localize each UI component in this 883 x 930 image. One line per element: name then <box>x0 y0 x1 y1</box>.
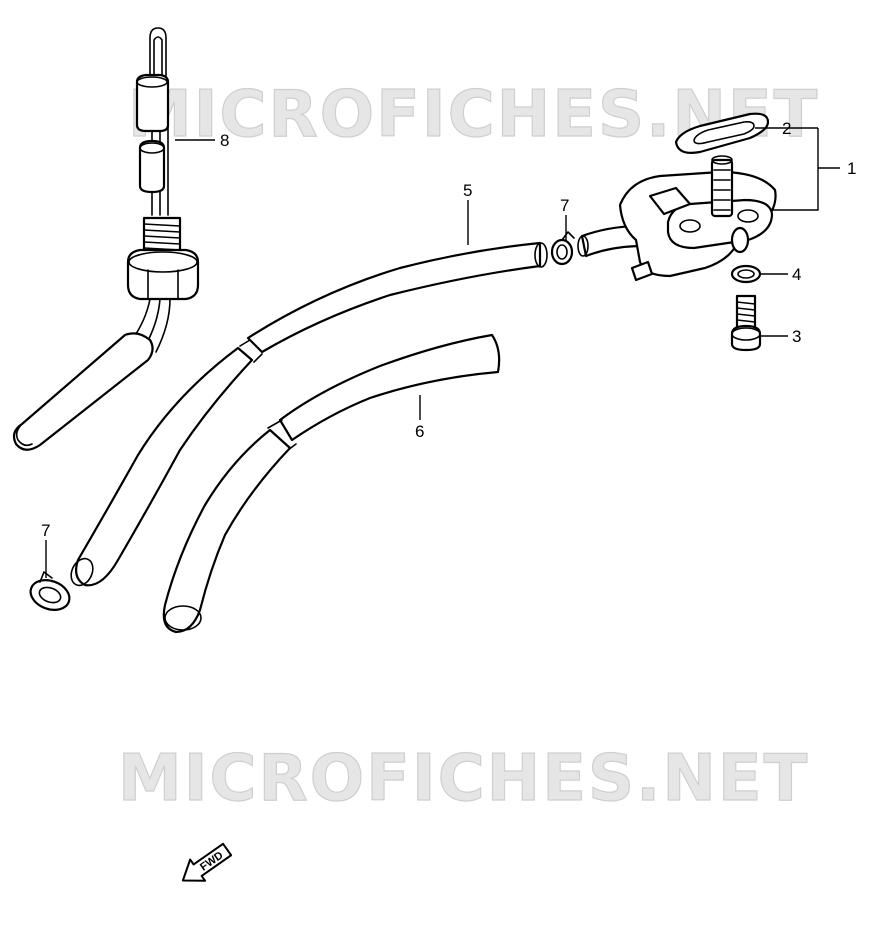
leader-lines <box>45 127 840 578</box>
callout-3: 3 <box>792 327 801 346</box>
callout-7-upper: 7 <box>560 196 569 215</box>
fuel-cock-part-1 <box>577 155 777 282</box>
hose-clip-part-7-lower <box>29 571 71 611</box>
washer-part-4 <box>730 264 762 284</box>
callout-1: 1 <box>847 159 856 178</box>
gasket-part-2 <box>674 112 770 154</box>
callout-4: 4 <box>792 265 801 284</box>
callout-6: 6 <box>415 422 424 441</box>
forward-arrow-icon: FWD <box>181 842 233 882</box>
watermark-bottom: MICROFICHES.NET <box>118 742 809 816</box>
callout-7-lower: 7 <box>41 521 50 540</box>
hose-clip-part-7-upper <box>550 231 575 266</box>
bolt-part-3 <box>730 294 762 352</box>
fuel-hose-part-6 <box>162 333 501 634</box>
fuel-hose-part-5 <box>70 241 548 587</box>
callout-8: 8 <box>220 131 229 150</box>
callout-2: 2 <box>782 119 791 138</box>
watermark-top: MICROFICHES.NET <box>128 78 819 152</box>
fuel-gauge-part-8 <box>12 27 200 451</box>
callout-5: 5 <box>463 181 472 200</box>
